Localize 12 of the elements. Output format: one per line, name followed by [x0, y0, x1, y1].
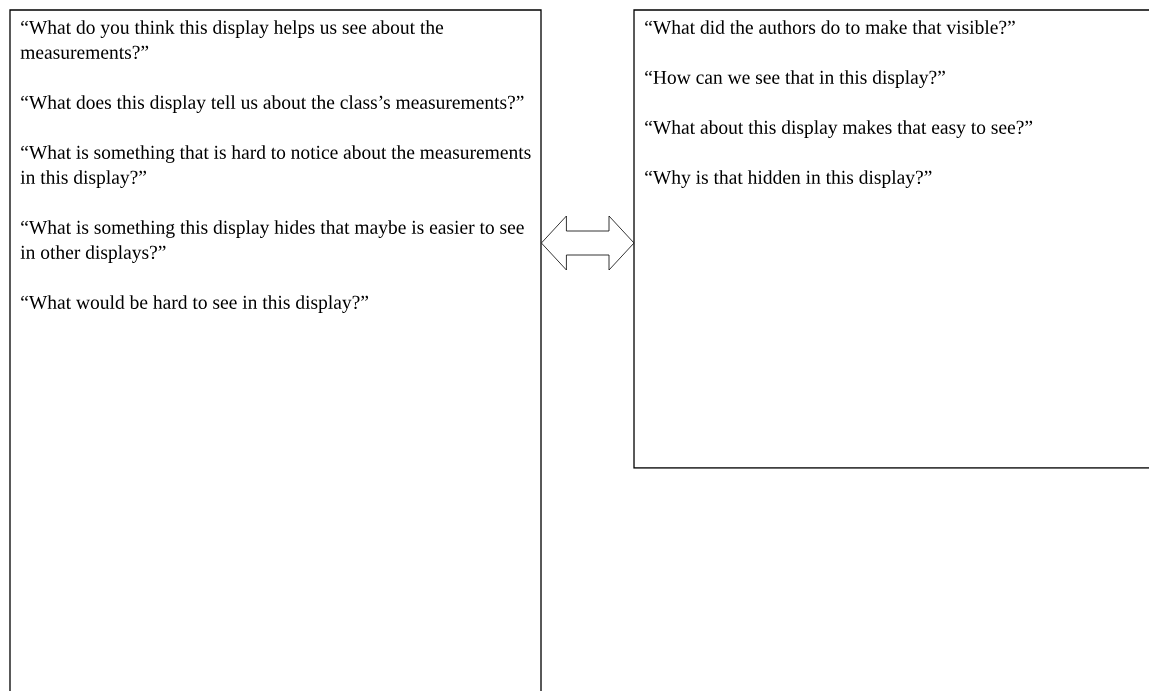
question-text: “What would be hard to see in this display?”	[21, 295, 369, 313]
question-text: “Why is that hidden in this display?”	[645, 170, 932, 188]
question-box	[9, 9, 542, 691]
double-arrow	[541, 215, 635, 271]
question-text: “What is something that is hard to notice about the measurements in this display?”	[20, 145, 531, 188]
question-text: “What do you think this display helps us see about the measurements?”	[20, 20, 444, 59]
question-box	[633, 9, 1149, 469]
question-text: “What does this display tell us about the class’s measurements?”	[21, 95, 524, 113]
question-text: “What about this display makes that easy to see?”	[645, 120, 1033, 138]
question-text: “What did the authors do to make that visible?”	[645, 20, 1015, 35]
question-text: “What is something this display hides that maybe is easier to see in other displays?”	[20, 220, 524, 263]
question-text: “How can we see that in this display?”	[645, 70, 945, 88]
